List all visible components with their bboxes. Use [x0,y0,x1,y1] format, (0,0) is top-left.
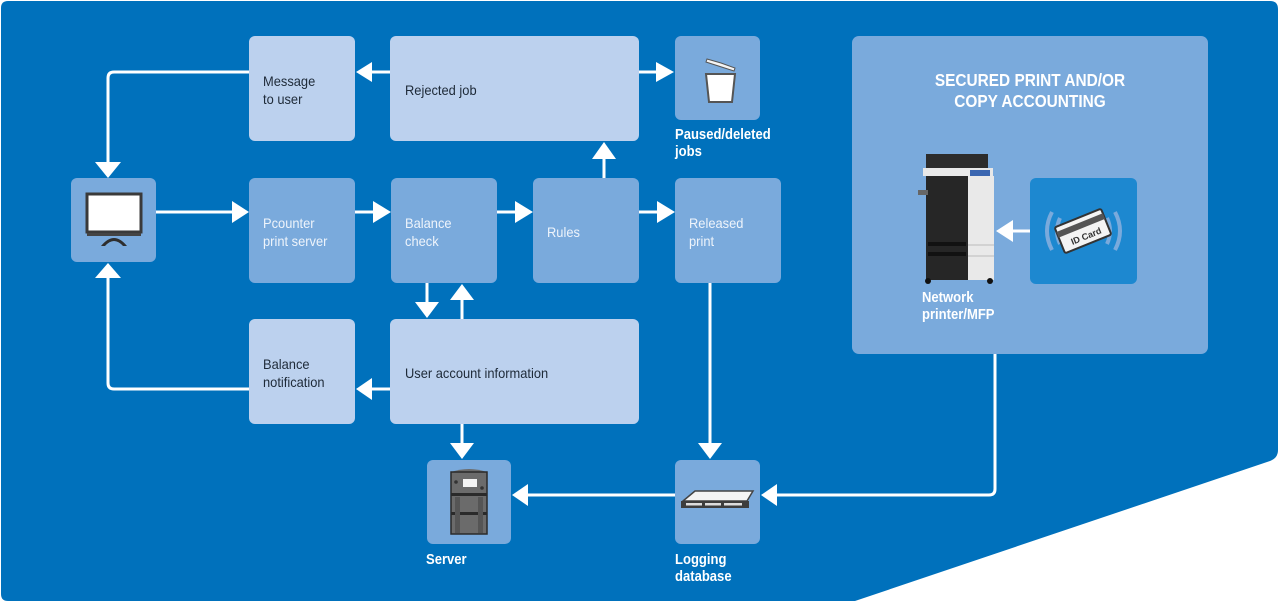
monitor-icon [85,192,143,246]
rules-box: Rules [533,178,639,283]
server-tower-icon [450,469,488,535]
id-card-reader-box: ID Card [1030,178,1137,284]
balance-check-label: Balance check [405,215,452,249]
released-print-label: Released print [689,215,744,249]
logging-database-caption: Logging database [675,552,732,585]
message-to-user-box: Message to user [249,36,355,141]
pcounter-print-server-box: Pcounter print server [249,178,355,283]
arrow-message-to-monitor [106,70,249,163]
arrow-printer-to-logging [776,354,997,497]
balance-notification-label: Balance notification [263,356,325,390]
trash-bin-icon [704,58,737,103]
panel-title: SECURED PRINT AND/OR COPY ACCOUNTING [934,70,1126,111]
network-printer-caption: Network printer/MFP [922,290,995,323]
rejected-job-box: Rejected job [390,36,639,141]
server-box [427,460,511,544]
paused-deleted-jobs-caption: Paused/deleted jobs [675,127,771,160]
user-account-information-label: User account information [405,365,549,381]
balance-notification-box: Balance notification [249,319,355,424]
rules-label: Rules [547,224,580,240]
mfp-printer-icon [918,154,994,284]
message-to-user-label: Message to user [263,73,316,107]
server-caption: Server [426,552,467,568]
released-print-box: Released print [675,178,781,283]
workstation-box [71,178,156,262]
logging-database-box [675,460,760,544]
pcounter-print-server-label: Pcounter print server [263,215,328,249]
id-card-icon: ID Card [1045,208,1122,254]
rejected-job-label: Rejected job [405,82,477,98]
user-account-information-box: User account information [390,319,639,424]
rack-server-icon [680,490,755,508]
arrow-notification-to-monitor [106,278,249,391]
balance-check-box: Balance check [391,178,497,283]
paused-deleted-jobs-box [675,36,760,120]
